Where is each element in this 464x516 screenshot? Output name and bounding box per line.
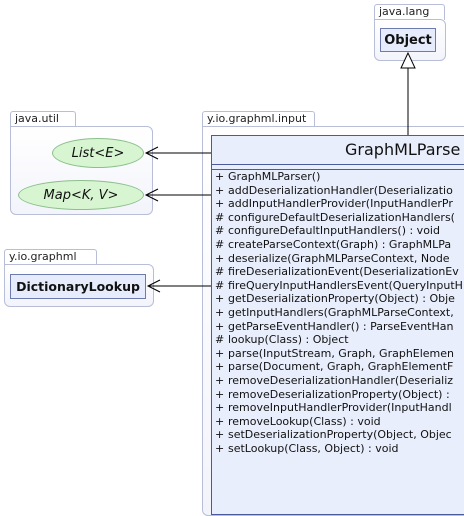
- method-signature: deserialize(GraphMLParseContext, Node: [228, 251, 450, 265]
- method-signature: configureDefaultInputHandlers() : void: [228, 224, 440, 238]
- method-signature: createParseContext(Graph) : GraphMLPa: [228, 237, 452, 251]
- arrowhead-dictionary-lookup: [146, 279, 161, 293]
- method-signature: getInputHandlers(GraphMLParseContext,: [228, 305, 454, 319]
- visibility-marker: +: [215, 414, 225, 428]
- method-row[interactable]: +setLookup(Class, Object) : void: [212, 442, 464, 456]
- interface-list[interactable]: List<E>: [52, 138, 144, 168]
- class-graphml-parser[interactable]: GraphMLParse +GraphMLParser()+addDeseria…: [211, 135, 464, 515]
- method-row[interactable]: +removeDeserializationProperty(Object) :: [212, 388, 464, 402]
- class-object[interactable]: Object: [380, 28, 436, 52]
- visibility-marker: +: [215, 319, 225, 333]
- visibility-marker: #: [215, 265, 225, 279]
- visibility-marker: +: [215, 197, 225, 211]
- visibility-marker: +: [215, 373, 225, 387]
- method-signature: parse(InputStream, Graph, GraphElemen: [228, 346, 455, 360]
- method-row[interactable]: +removeDeserializationHandler(Deserializ: [212, 374, 464, 388]
- visibility-marker: +: [215, 292, 225, 306]
- method-row[interactable]: +setDeserializationProperty(Object, Obje…: [212, 428, 464, 442]
- method-signature: fireQueryInputHandlersEvent(QueryInputH: [228, 278, 463, 292]
- method-row[interactable]: +addInputHandlerProvider(InputHandlerPr: [212, 197, 464, 211]
- visibility-marker: +: [215, 428, 225, 442]
- method-row[interactable]: +deserialize(GraphMLParseContext, Node: [212, 252, 464, 266]
- visibility-marker: +: [215, 346, 225, 360]
- visibility-marker: +: [215, 387, 225, 401]
- method-row[interactable]: +getDeserializationProperty(Object) : Ob…: [212, 292, 464, 306]
- visibility-marker: +: [215, 251, 225, 265]
- method-row[interactable]: +removeLookup(Class) : void: [212, 415, 464, 429]
- method-signature: configureDefaultDeserializationHandlers(: [228, 210, 455, 224]
- visibility-marker: +: [215, 305, 225, 319]
- method-signature: addInputHandlerProvider(InputHandlerPr: [228, 197, 453, 211]
- visibility-marker: +: [215, 183, 225, 197]
- visibility-marker: +: [215, 170, 225, 183]
- class-dictionary-lookup[interactable]: DictionaryLookup: [10, 274, 146, 299]
- method-signature: removeInputHandlerProvider(InputHandl: [228, 401, 452, 415]
- visibility-marker: #: [215, 210, 225, 224]
- visibility-marker: +: [215, 360, 225, 374]
- package-tab-graphml: y.io.graphml: [4, 249, 97, 265]
- method-signature: removeLookup(Class) : void: [228, 414, 381, 428]
- package-tab-java-lang: java.lang: [374, 4, 445, 20]
- method-row[interactable]: #configureDefaultInputHandlers() : void: [212, 224, 464, 238]
- method-row[interactable]: #fireQueryInputHandlersEvent(QueryInputH: [212, 279, 464, 293]
- class-name: GraphMLParse: [212, 136, 464, 165]
- arrowhead-list: [144, 146, 159, 160]
- method-row[interactable]: +parse(InputStream, Graph, GraphElemen: [212, 347, 464, 361]
- method-signature: removeDeserializationHandler(Deserializ: [228, 373, 454, 387]
- method-row[interactable]: +addDeserializationHandler(Deserializati…: [212, 184, 464, 198]
- method-row[interactable]: #lookup(Class) : Object: [212, 333, 464, 347]
- visibility-marker: #: [215, 237, 225, 251]
- method-row[interactable]: +getParseEventHandler() : ParseEventHan: [212, 320, 464, 334]
- method-signature: lookup(Class) : Object: [228, 333, 349, 347]
- method-compartment: +GraphMLParser()+addDeserializationHandl…: [212, 170, 464, 455]
- connector-layer: [144, 51, 416, 293]
- visibility-marker: +: [215, 441, 225, 455]
- method-signature: parse(Document, Graph, GraphElementF: [228, 360, 454, 374]
- method-signature: setDeserializationProperty(Object, Objec: [228, 428, 452, 442]
- method-signature: removeDeserializationProperty(Object) :: [228, 387, 450, 401]
- method-signature: getDeserializationProperty(Object) : Obj…: [228, 292, 455, 306]
- method-row[interactable]: #fireDeserializationEvent(Deserializatio…: [212, 265, 464, 279]
- attribute-compartment: [212, 165, 464, 170]
- method-signature: fireDeserializationEvent(Deserialization…: [228, 265, 459, 279]
- visibility-marker: #: [215, 224, 225, 238]
- arrowhead-map: [144, 188, 159, 202]
- method-row[interactable]: #createParseContext(Graph) : GraphMLPa: [212, 238, 464, 252]
- method-row[interactable]: +getInputHandlers(GraphMLParseContext,: [212, 306, 464, 320]
- visibility-marker: #: [215, 278, 225, 292]
- package-tab-java-util: java.util: [10, 111, 76, 127]
- method-signature: addDeserializationHandler(Deserializatio: [228, 183, 453, 197]
- method-row[interactable]: +parse(Document, Graph, GraphElementF: [212, 360, 464, 374]
- method-row[interactable]: #configureDefaultDeserializationHandlers…: [212, 211, 464, 225]
- interface-map[interactable]: Map<K, V>: [18, 180, 144, 210]
- method-row[interactable]: +GraphMLParser(): [212, 170, 464, 184]
- visibility-marker: #: [215, 333, 225, 347]
- package-tab-graphml-input: y.io.graphml.input: [202, 111, 315, 127]
- method-signature: setLookup(Class, Object) : void: [228, 441, 399, 455]
- method-signature: getParseEventHandler() : ParseEventHan: [228, 319, 454, 333]
- generalization-arrowhead: [400, 51, 416, 69]
- visibility-marker: +: [215, 401, 225, 415]
- method-signature: GraphMLParser(): [228, 170, 321, 183]
- method-row[interactable]: +removeInputHandlerProvider(InputHandl: [212, 401, 464, 415]
